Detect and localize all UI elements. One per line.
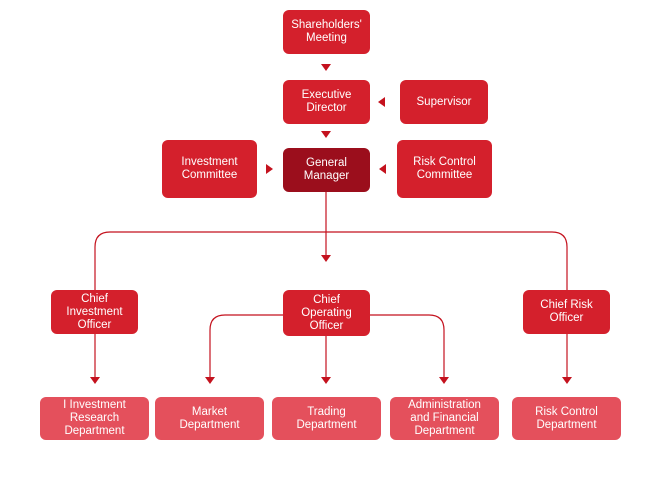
gm-branch-left: [94, 231, 326, 290]
chief-operating-officer-label: Chief Operating Officer: [301, 293, 352, 332]
arrow-down-executive: [321, 131, 331, 138]
arrow-down-shareholders: [321, 64, 331, 71]
shareholders-meeting-box: Shareholders' Meeting: [283, 10, 370, 54]
arrow-down-admin: [439, 377, 449, 384]
shareholders-meeting-label: Shareholders' Meeting: [291, 19, 362, 44]
investment-committee-label: Investment Committee: [181, 156, 238, 181]
chief-risk-officer-label: Chief Risk Officer: [540, 299, 593, 324]
general-manager-label: General Manager: [303, 157, 350, 182]
general-manager-box: General Manager: [283, 148, 370, 192]
executive-director-box: Executive Director: [283, 80, 370, 124]
gm-branch-right: [326, 231, 568, 290]
arrow-down-trading: [321, 377, 331, 384]
arrow-down-gm: [321, 255, 331, 262]
trading-department-label: Trading Department: [296, 405, 357, 431]
investment-research-department-label: I Investment Research Department: [63, 399, 126, 437]
supervisor-label: Supervisor: [416, 95, 472, 108]
administration-financial-department-label: Administration and Financial Department: [408, 399, 481, 437]
investment-committee-box: Investment Committee: [162, 140, 257, 198]
chief-investment-officer-box: Chief Investment Officer: [51, 290, 138, 334]
arrow-down-cro: [562, 377, 572, 384]
arrow-left-risk-committee: [379, 164, 386, 174]
risk-control-department-box: Risk Control Department: [512, 397, 621, 440]
arrow-right-investment-committee: [266, 164, 273, 174]
coo-branch-right: [369, 314, 445, 377]
risk-control-department-label: Risk Control Department: [535, 405, 598, 431]
arrow-down-market: [205, 377, 215, 384]
administration-financial-department-box: Administration and Financial Department: [390, 397, 499, 440]
risk-control-committee-box: Risk Control Committee: [397, 140, 492, 198]
chief-investment-officer-label: Chief Investment Officer: [66, 292, 123, 331]
arrow-down-cio: [90, 377, 100, 384]
arrow-left-supervisor: [378, 97, 385, 107]
executive-director-label: Executive Director: [301, 89, 352, 114]
coo-branch-left: [209, 314, 284, 377]
chief-operating-officer-box: Chief Operating Officer: [283, 290, 370, 336]
supervisor-box: Supervisor: [400, 80, 488, 124]
market-department-label: Market Department: [179, 405, 240, 431]
trading-department-box: Trading Department: [272, 397, 381, 440]
investment-research-department-box: I Investment Research Department: [40, 397, 149, 440]
risk-control-committee-label: Risk Control Committee: [413, 156, 476, 181]
market-department-box: Market Department: [155, 397, 264, 440]
chief-risk-officer-box: Chief Risk Officer: [523, 290, 610, 334]
